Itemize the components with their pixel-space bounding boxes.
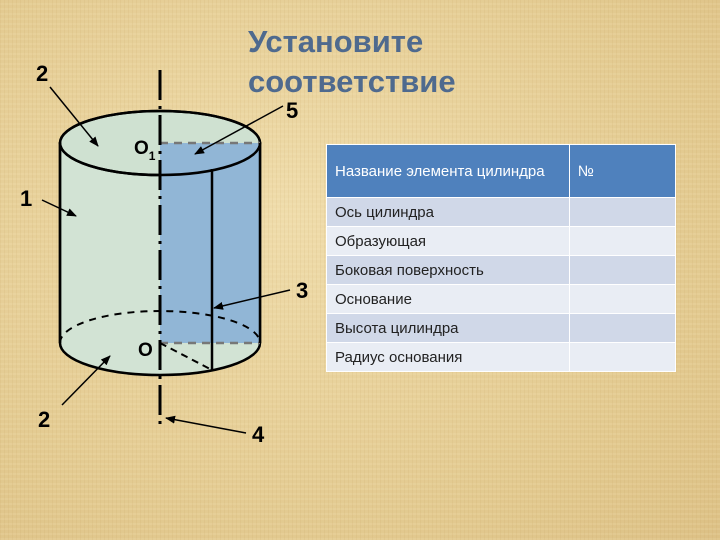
row-number-cell[interactable] [568, 284, 677, 314]
table-row: Высота цилиндра [326, 313, 677, 343]
arrow-base-top [49, 86, 99, 147]
header-number: № [568, 144, 677, 198]
row-name: Радиус основания [326, 342, 570, 372]
label-center-top: O1 [134, 138, 156, 163]
row-number-cell[interactable] [568, 255, 677, 285]
matching-table: Название элемента цилиндра № Ось цилиндр… [326, 144, 677, 372]
label-radius: 5 [286, 98, 298, 123]
arrow-axis [165, 415, 247, 434]
table-row: Ось цилиндра [326, 197, 677, 227]
row-name: Основание [326, 284, 570, 314]
row-name: Боковая поверхность [326, 255, 570, 285]
row-name: Высота цилиндра [326, 313, 570, 343]
table-row: Радиус основания [326, 342, 677, 372]
label-generatrix: 3 [296, 278, 308, 303]
label-base-top: 2 [36, 61, 48, 86]
label-center-bottom: O [138, 340, 153, 361]
bottom-radius-line [159, 342, 213, 371]
table-row: Основание [326, 284, 677, 314]
arrow-base-bottom [61, 355, 111, 406]
label-base-bottom: 2 [38, 407, 50, 432]
row-name: Образующая [326, 226, 570, 256]
table-row: Боковая поверхность [326, 255, 677, 285]
arrow-radius [194, 105, 284, 155]
arrow-lateral [41, 199, 77, 217]
row-number-cell[interactable] [568, 226, 677, 256]
arrow-generatrix [213, 289, 291, 310]
header-element-name: Название элемента цилиндра [326, 144, 570, 198]
label-lateral: 1 [20, 186, 32, 211]
row-number-cell[interactable] [568, 313, 677, 343]
row-name: Ось цилиндра [326, 197, 570, 227]
row-number-cell[interactable] [568, 342, 677, 372]
row-number-cell[interactable] [568, 197, 677, 227]
page-title: Установите соответствие [248, 24, 456, 99]
axial-section [160, 143, 260, 343]
table-row: Образующая [326, 226, 677, 256]
label-axis: 4 [252, 422, 265, 447]
table-header-row: Название элемента цилиндра № [326, 144, 677, 198]
